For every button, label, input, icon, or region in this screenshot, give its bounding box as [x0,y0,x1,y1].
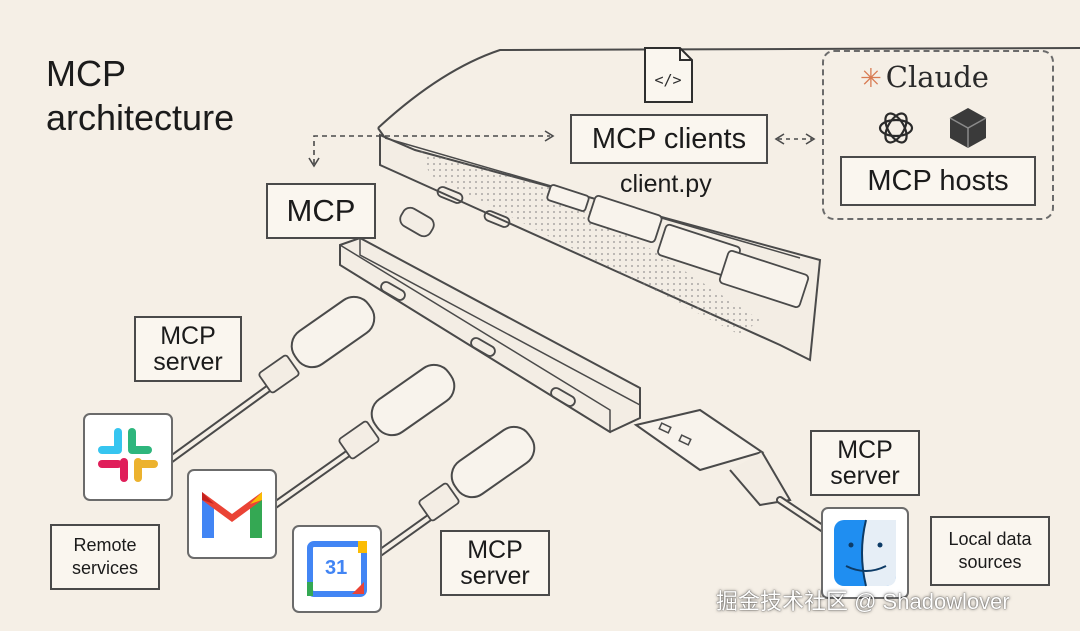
local-data-line-1: Local data [948,529,1032,550]
claude-logo: ✳Claude [860,60,989,94]
title-line-2: architecture [46,97,235,138]
claude-label: Claude [885,60,989,94]
diagram-title: MCP architecture [46,52,234,140]
laptop-lid [377,47,1080,129]
slack-icon [83,413,173,501]
mcp-server-1-line-2: server [153,348,223,376]
usb-c-cable-1 [166,295,376,464]
google-calendar-icon [292,525,382,613]
mcp-server-2-line-2: server [830,462,900,490]
local-data-sources-box: Local data sources [930,516,1050,586]
usb-c-cable-2 [271,363,456,509]
laptop-port [436,186,464,204]
mcp-server-3-line-2: server [460,562,530,590]
hub-port [550,387,576,407]
remote-services-line-2: services [71,558,138,578]
usb-a-plug [633,408,765,472]
laptop-key [546,184,590,212]
code-file-icon: </> [644,47,693,103]
mcp-server-box-2: MCP server [810,430,920,496]
watermark: 掘金技术社区 @ Shadowlover [716,589,1010,614]
mcp-hosts-group [822,50,1054,220]
mcp-server-1-line-1: MCP [160,321,216,350]
laptop-key [587,195,663,243]
svg-text:</>: </> [654,71,681,89]
mcp-hosts-box: MCP hosts [840,156,1036,206]
hub-port [380,281,406,301]
client-file-label: client.py [620,170,712,198]
title-line-1: MCP [46,53,126,94]
calendar-day-label: 31 [325,557,348,579]
mcp-label: MCP [286,192,356,228]
finder-icon [821,507,909,599]
hub-port [470,337,496,357]
mcp-clients-box: MCP clients [570,114,768,164]
mcp-server-box-1: MCP server [134,316,242,382]
mcp-server-box-3: MCP server [440,530,550,596]
hub-plug [399,206,435,238]
openai-logo-icon [878,112,914,144]
mcp-box: MCP [266,183,376,239]
local-data-line-2: sources [958,552,1022,572]
gmail-icon [187,469,277,559]
mcp-clients-label: MCP clients [591,122,747,155]
dashed-arrow-mcp [313,135,550,164]
laptop-key [718,249,810,309]
mcp-hosts-label: MCP hosts [867,164,1009,197]
remote-services-line-1: Remote [73,535,137,556]
speaker-grille [420,150,760,335]
laptop-port [483,210,511,228]
cube-logo-icon [949,108,987,148]
mcp-server-2-line-1: MCP [837,435,893,464]
mcp-server-3-line-1: MCP [467,535,523,564]
remote-services-box: Remote services [50,524,160,590]
claude-logo-icon: ✳ [860,64,882,94]
